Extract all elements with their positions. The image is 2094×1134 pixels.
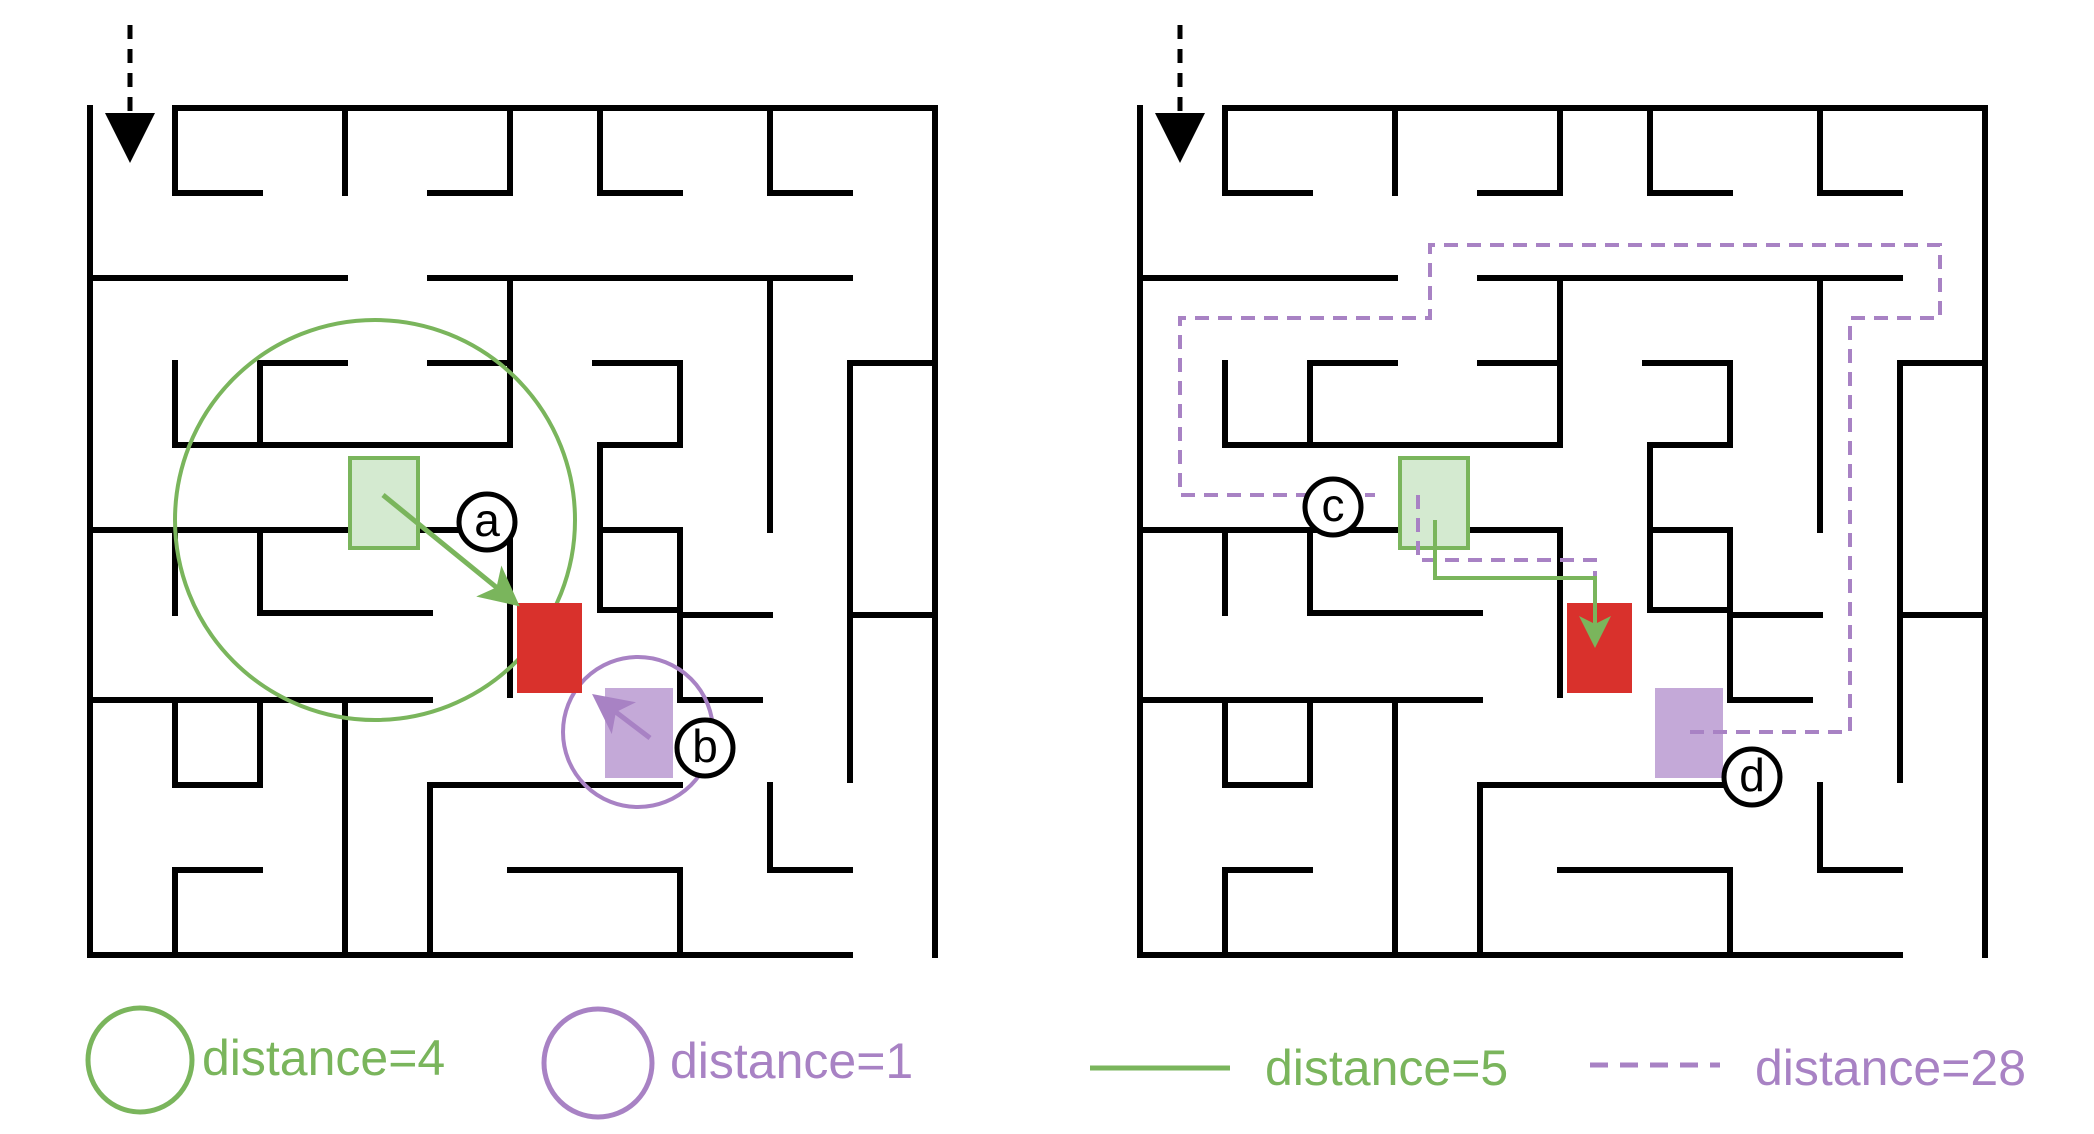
left-panel: a b distance=4 distance=1 (85, 25, 938, 1120)
marker-d: d (1721, 746, 1783, 808)
svg-text:d: d (1739, 749, 1765, 801)
legend-distance-5-label: distance=5 (1265, 1040, 1508, 1096)
svg-text:c: c (1322, 479, 1345, 531)
green-range-circle (173, 318, 577, 722)
purple-agent-box (605, 688, 673, 778)
green-agent-box (348, 456, 420, 550)
marker-a: a (456, 491, 518, 553)
legend-distance-1-label: distance=1 (670, 1033, 913, 1089)
svg-text:a: a (474, 494, 500, 546)
maze-left (87, 105, 938, 958)
purple-agent-box (1655, 688, 1723, 778)
legend-distance-28-label: distance=28 (1755, 1040, 2026, 1096)
marker-b: b (674, 717, 736, 779)
red-target-box (1567, 603, 1632, 693)
right-panel: c d distance=5 distance=28 (1090, 25, 2026, 1096)
green-direction-arrow (381, 493, 520, 607)
maze-right (1137, 105, 1988, 958)
legend-right: distance=5 distance=28 (1090, 1040, 2026, 1096)
red-target-box (517, 603, 582, 693)
purple-direction-arrow (592, 693, 652, 740)
svg-text:b: b (692, 720, 718, 772)
marker-c: c (1302, 476, 1364, 538)
legend-green-circle (85, 1005, 195, 1115)
green-path (1433, 520, 1611, 648)
purple-long-path (1178, 243, 1942, 734)
legend-distance-4-label: distance=4 (202, 1030, 445, 1086)
legend-left: distance=4 distance=1 (85, 1005, 913, 1120)
legend-purple-circle (541, 1006, 655, 1120)
